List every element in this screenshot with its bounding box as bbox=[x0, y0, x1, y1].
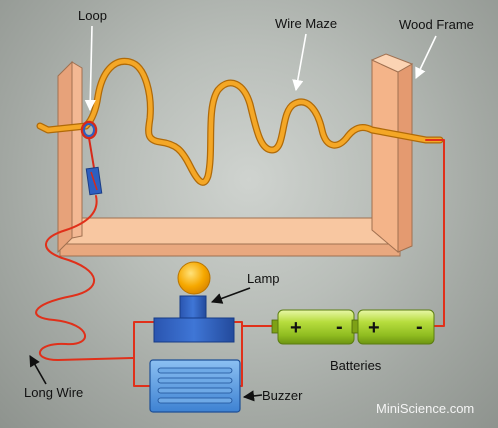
label-lamp: Lamp bbox=[247, 271, 280, 286]
label-long-wire: Long Wire bbox=[24, 385, 84, 400]
label-buzzer: Buzzer bbox=[262, 388, 303, 403]
wire-lamp-left bbox=[133, 321, 155, 387]
buzzer bbox=[149, 359, 241, 413]
battery-2-minus: - bbox=[416, 316, 423, 338]
wire-battery-right bbox=[425, 139, 445, 327]
circuit-wires bbox=[35, 139, 445, 387]
arrow-loop bbox=[84, 25, 96, 112]
battery-2-cap bbox=[351, 319, 359, 334]
wood-frame-right-post-top bbox=[370, 53, 414, 73]
battery-1-plus: + bbox=[290, 317, 302, 339]
label-wood-frame: Wood Frame bbox=[399, 17, 474, 32]
wood-frame-right-post-side bbox=[397, 63, 413, 253]
label-wire-maze: Wire Maze bbox=[275, 16, 338, 31]
label-batteries: Batteries bbox=[330, 358, 382, 373]
batteries: + - + - bbox=[271, 309, 435, 345]
long-wire bbox=[35, 195, 135, 361]
wood-frame bbox=[57, 53, 414, 257]
battery-1-cap bbox=[271, 319, 279, 334]
wire-maze bbox=[36, 57, 444, 186]
battery-2-plus: + bbox=[368, 317, 380, 339]
wood-frame-right-post-face bbox=[371, 59, 399, 254]
pointer-arrows bbox=[29, 25, 437, 402]
lamp-base bbox=[153, 317, 235, 343]
wood-frame-left-post-face bbox=[71, 61, 83, 239]
arrow-buzzer bbox=[242, 390, 263, 402]
arrow-lamp bbox=[210, 287, 251, 304]
arrow-wood-frame bbox=[415, 35, 437, 80]
label-loop: Loop bbox=[78, 8, 107, 23]
wood-frame-left-post bbox=[57, 60, 73, 254]
wire-buzzer-right bbox=[239, 325, 243, 387]
lamp-bulb bbox=[177, 261, 211, 295]
lamp bbox=[153, 261, 235, 343]
battery-1-minus: - bbox=[336, 316, 343, 338]
lamp-neck bbox=[179, 295, 207, 321]
wood-frame-base-front bbox=[59, 243, 401, 257]
arrow-long-wire bbox=[29, 355, 47, 385]
loop-handle bbox=[80, 120, 103, 196]
arrow-wire-maze bbox=[292, 33, 307, 92]
loop-ring-blue bbox=[83, 123, 95, 137]
wood-frame-base-top bbox=[59, 217, 402, 245]
watermark: MiniScience.com bbox=[376, 401, 475, 416]
battery-2 bbox=[357, 309, 435, 345]
wire-lamp-right bbox=[233, 321, 279, 327]
